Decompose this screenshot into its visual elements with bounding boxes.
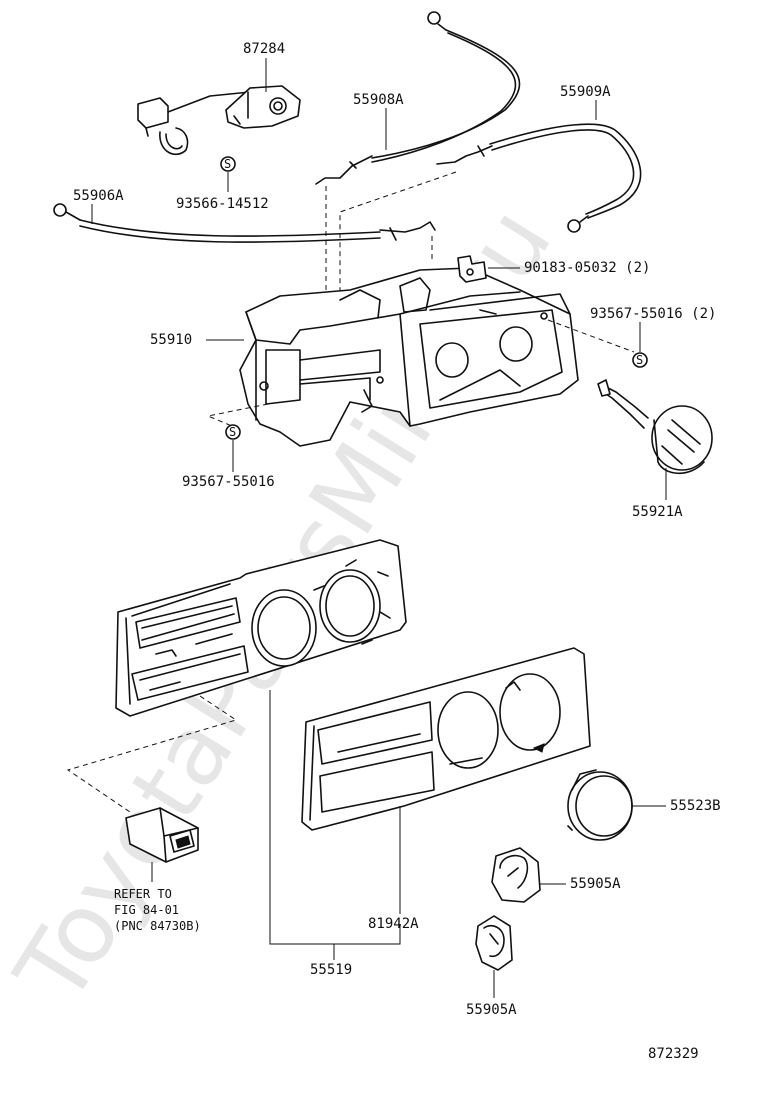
refer-note-line1: REFER TO — [114, 887, 172, 901]
dash-cable-909 — [339, 171, 457, 300]
callout-93567-55016-2: 93567-55016 (2) — [590, 306, 716, 322]
callout-93567-55016: 93567-55016 — [182, 474, 275, 490]
callout-55523b: 55523B — [670, 798, 721, 814]
knob-55905a-lower — [475, 915, 513, 971]
callout-55908a: 55908A — [353, 92, 404, 108]
knob-55905a-upper — [491, 847, 541, 903]
rear-defog-switch — [125, 807, 199, 863]
refer-note-line3: (PNC 84730B) — [114, 919, 201, 933]
screw-symbol-93567-left: S — [225, 424, 241, 440]
dash-screw-right — [547, 319, 635, 353]
callout-55910: 55910 — [150, 332, 192, 348]
cable-55906a — [53, 203, 436, 243]
callout-93566-14512: 93566-14512 — [176, 196, 269, 212]
clip-90183 — [457, 255, 487, 283]
callout-87284: 87284 — [243, 41, 285, 57]
screw-symbol-93567-right: S — [632, 352, 648, 368]
leader-lines — [91, 58, 667, 998]
callout-55921a: 55921A — [632, 504, 683, 520]
refer-note-line2: FIG 84-01 — [114, 903, 179, 917]
dash-screw-left — [206, 403, 269, 427]
cable-55908a — [315, 11, 521, 185]
blower-switch-87284 — [137, 85, 301, 156]
knob-55523b — [567, 769, 633, 841]
callout-55909a: 55909A — [560, 84, 611, 100]
callout-55519: 55519 — [310, 962, 352, 978]
callout-55906a: 55906A — [73, 188, 124, 204]
svg-text:S: S — [636, 353, 643, 367]
callout-55905a-lower: 55905A — [466, 1002, 517, 1018]
front-panel-81942a — [301, 647, 591, 831]
callout-81942a: 81942A — [368, 916, 419, 932]
screw-symbol-93566: S — [220, 156, 236, 172]
bezel-panel-55519 — [115, 539, 407, 717]
knob-55921a — [597, 379, 713, 475]
callout-90183-05032: 90183-05032 (2) — [524, 260, 650, 276]
svg-text:S: S — [224, 157, 231, 171]
cable-55909a — [436, 123, 642, 233]
dash-switch-link — [66, 695, 238, 813]
figure-number: 872329 — [648, 1046, 699, 1062]
svg-text:S: S — [229, 425, 236, 439]
callout-55905a-upper: 55905A — [570, 876, 621, 892]
control-housing-55910 — [239, 267, 579, 447]
